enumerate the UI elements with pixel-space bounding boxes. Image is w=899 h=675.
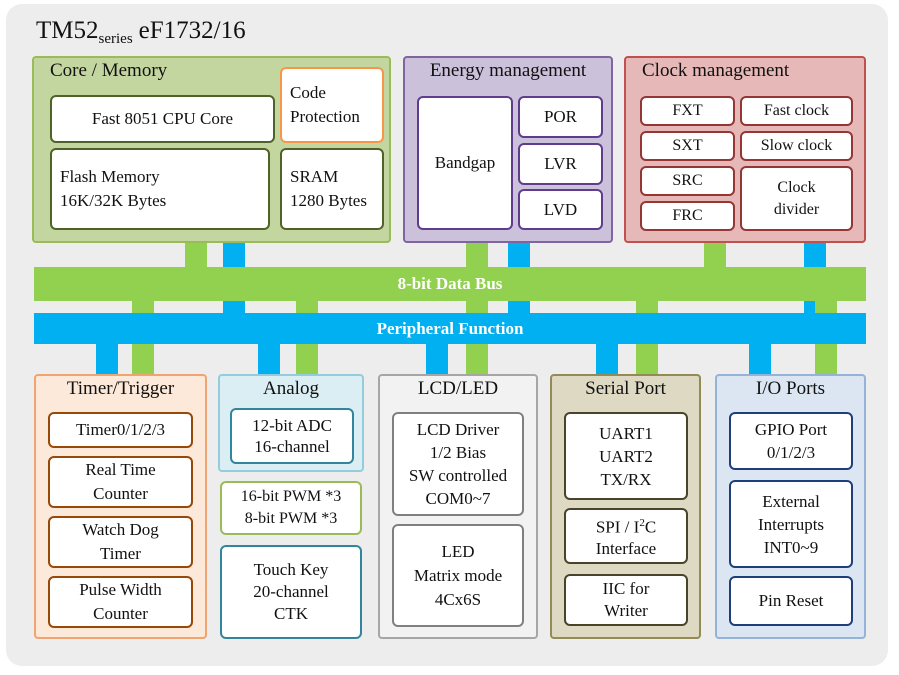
io-blue-link [749,340,771,376]
timer-blue-link [96,340,118,376]
serial-port-heading: Serial Port [585,378,666,399]
cpu-core-box: Fast 8051 CPU Core [50,95,275,143]
lvd-box: LVD [518,189,603,230]
por-box: POR [518,96,603,138]
frc-box: FRC [640,201,735,231]
bandgap-box: Bandgap [417,96,513,230]
title-model: eF1732/16 [138,17,246,44]
timer-trigger-heading: Timer/Trigger [66,378,175,399]
lvr-box: LVR [518,143,603,185]
slow-clock-box: Slow clock [740,131,853,161]
clock-management-group: Clock management FXT Fast clock SXT Slow… [624,56,866,243]
timer0123-box: Timer0/1/2/3 [48,412,193,448]
energy-management-heading: Energy management [429,60,587,81]
diagram-title: TM52series eF1732/16 [36,14,246,51]
serial-blue-link [596,340,618,376]
data-bus: 8-bit Data Bus [34,267,866,301]
io-ports-heading: I/O Ports [755,378,826,399]
core-green-link [185,240,207,270]
clock-management-heading: Clock management [642,60,790,81]
lcd-led-heading: LCD/LED [417,378,499,399]
clock-green-link [704,240,726,270]
pin-reset-box: Pin Reset [729,576,853,626]
core-memory-heading: Core / Memory [50,60,168,81]
title-main: TM52 [36,17,99,44]
lcd-blue-link [426,340,448,376]
title-sub: series [98,31,133,47]
peripheral-function-bus: Peripheral Function [34,313,866,344]
analog-heading: Analog [263,378,319,399]
src-box: SRC [640,166,735,196]
fast-clock-box: Fast clock [740,96,853,126]
energy-green-link [466,240,488,270]
fxt-box: FXT [640,96,735,126]
sxt-box: SXT [640,131,735,161]
energy-management-group: Energy management Bandgap POR LVR LVD [403,56,613,243]
analog-blue-link [258,340,280,376]
